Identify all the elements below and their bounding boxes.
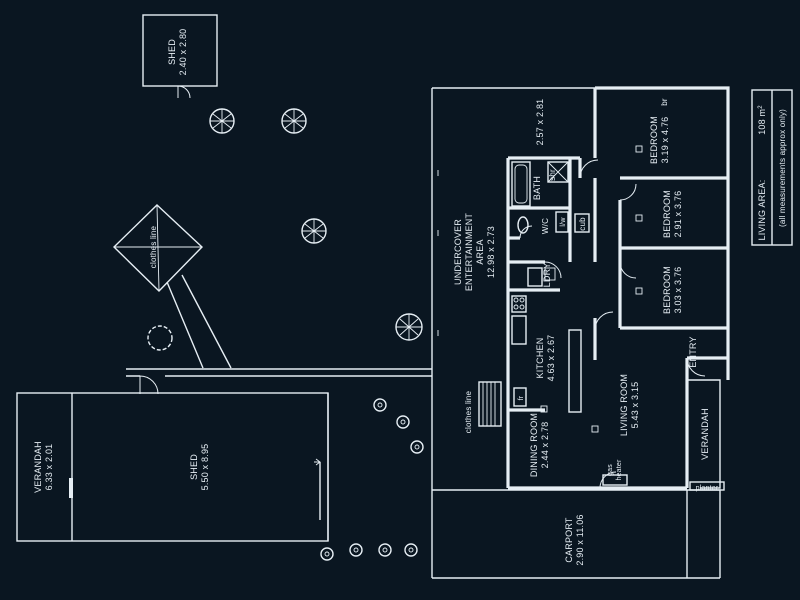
tree	[395, 313, 423, 341]
undercover-label: UNDERCOVER	[453, 219, 463, 285]
carport-dimension: 2.90 x 11.06	[575, 514, 585, 565]
carport-label: CARPORT	[564, 517, 574, 563]
tree	[301, 218, 327, 244]
living-area-unit-superscript: 2	[758, 105, 764, 109]
br-label: br	[660, 98, 669, 106]
living-area-box: LIVING AREA: 108 m2 (all measurements ap…	[751, 89, 793, 246]
living-area-value: 108 m2	[757, 105, 767, 135]
bedroom2-dimension: 2.91 x 3.76	[673, 191, 683, 238]
planter-label: planter	[696, 485, 719, 492]
small-shed-dimension: 2.40 x 2.80	[178, 29, 188, 76]
living-dimension: 5.43 x 3.15	[630, 382, 640, 429]
kitchen-dimension: 4.63 x 2.67	[546, 335, 556, 382]
tree	[209, 108, 235, 134]
clothes-line-top-label: clothes line	[149, 225, 158, 268]
entertainment-label: ENTERTAINMENT	[464, 213, 474, 292]
steps: clothes line	[464, 381, 502, 433]
shrub	[378, 543, 392, 557]
undercover-dimension: 12.98 x 2.73	[486, 226, 496, 278]
bedroom3-label: BEDROOM	[662, 266, 672, 314]
tree	[281, 108, 307, 134]
dimension-257: 2.57 x 2.81	[535, 99, 545, 146]
bedroom2-label: BEDROOM	[662, 190, 672, 238]
living-area-label: LIVING AREA:	[757, 180, 767, 241]
house-walls	[506, 86, 730, 578]
approx-note: (all measurements approx only)	[778, 109, 787, 227]
large-shed-block: VERANDAH 6.33 x 2.01 SHED 5.50 x 8.95	[16, 392, 329, 542]
kitchen-label: KITCHEN	[535, 338, 545, 379]
small-shed-label: SHED	[167, 39, 177, 65]
fridge-label: fr	[518, 395, 525, 400]
clothes-line-bottom-label: clothes line	[464, 390, 473, 433]
wc-label: W/C	[541, 218, 550, 234]
shrub	[410, 440, 424, 454]
small-shed: SHED 2.40 x 2.80	[142, 14, 218, 99]
doors	[519, 159, 706, 489]
bedroom1-label: BEDROOM	[649, 116, 659, 164]
trees	[147, 108, 424, 561]
shrub	[349, 543, 363, 557]
shrub	[404, 543, 418, 557]
undercover-area: UNDERCOVER ENTERTAINMENT AREA 12.98 x 2.…	[431, 87, 720, 579]
heater-label: heater	[616, 459, 623, 481]
area-label: AREA	[475, 239, 485, 264]
bedroom1-dimension: 3.19 x 4.76	[660, 117, 670, 164]
yard-path	[126, 368, 432, 395]
entry-label: ENTRY	[688, 336, 698, 367]
living-label: LIVING ROOM	[619, 374, 629, 436]
cub-label: cub	[578, 217, 587, 231]
laundry-label: LDRY	[542, 263, 552, 288]
fixtures	[511, 145, 643, 433]
bedroom3-dimension: 3.03 x 3.76	[673, 267, 683, 314]
large-shed-label: SHED	[189, 454, 199, 480]
shrub	[373, 398, 387, 412]
shower-label: shr	[548, 169, 557, 181]
dining-label: DINING ROOM	[529, 413, 539, 477]
lw-label: l/w	[560, 217, 567, 227]
large-shed-dimension: 5.50 x 8.95	[200, 444, 210, 491]
bath-label: BATH	[532, 176, 542, 200]
clothes-line-rotary: clothes line	[112, 204, 232, 369]
shrub	[396, 415, 410, 429]
shrub	[320, 547, 334, 561]
gas-label: gas	[607, 464, 614, 476]
shed-verandah-label: VERANDAH	[33, 441, 43, 493]
front-verandah-label: VERANDAH	[700, 408, 710, 460]
shed-verandah-dimension: 6.33 x 2.01	[44, 444, 54, 491]
shrub	[147, 325, 173, 351]
dining-dimension: 2.44 x 2.78	[540, 422, 550, 469]
room-labels: BATH shr W/C l/w cub LDRY BEDROOM 3.19 x…	[518, 98, 719, 566]
